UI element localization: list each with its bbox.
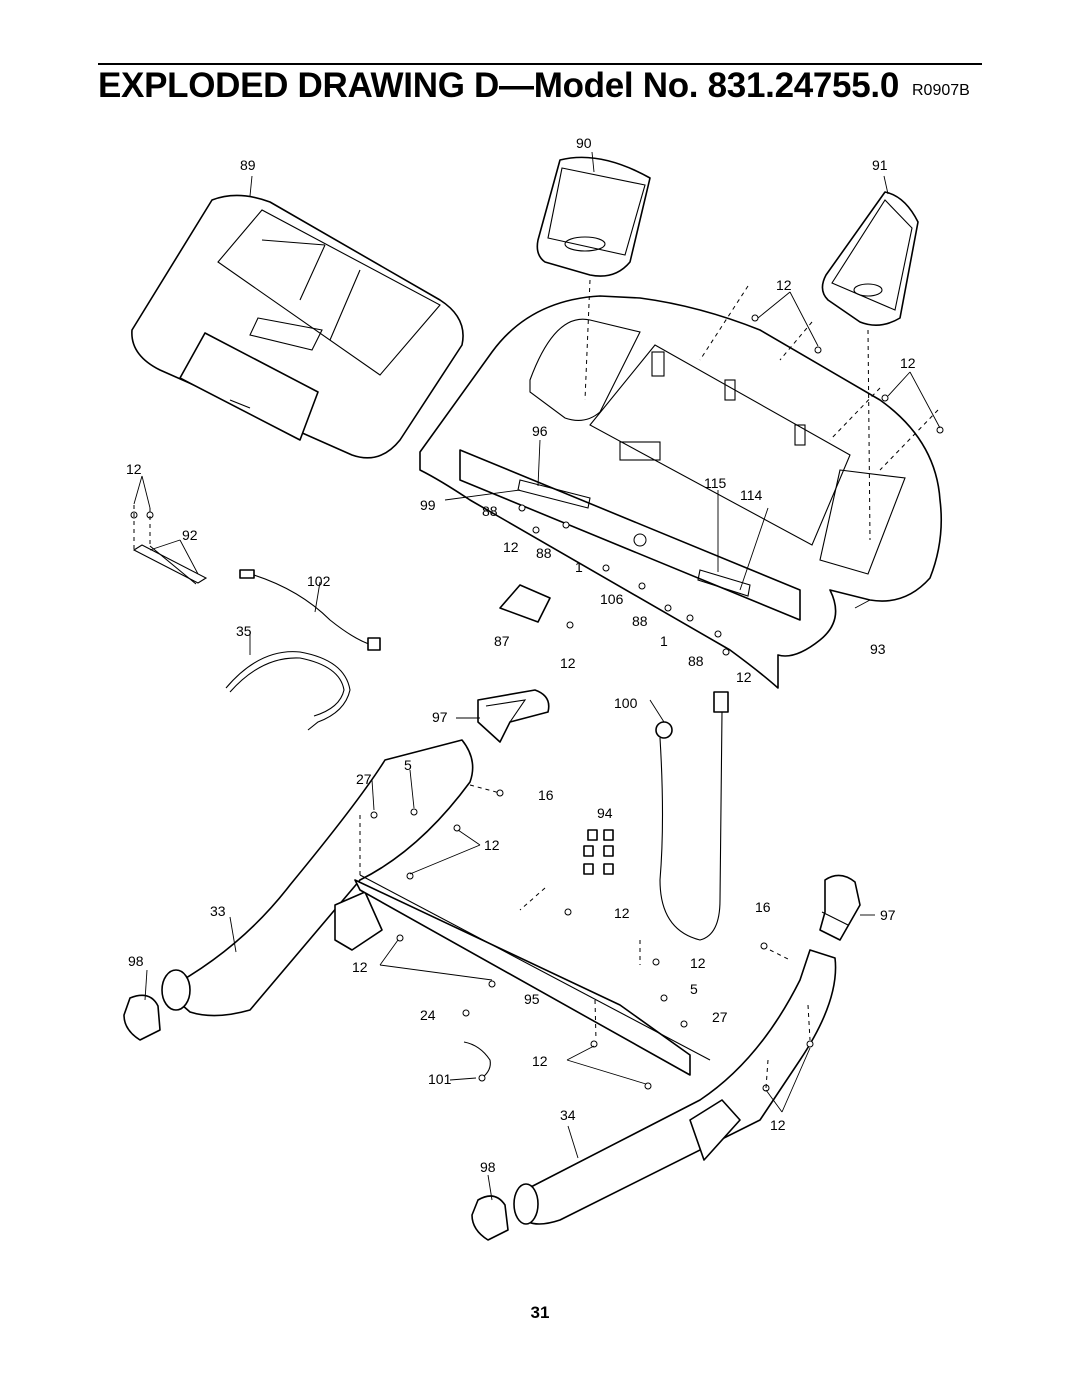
upright-34-right [513,949,837,1225]
callout-12: 12 [484,837,500,853]
callout-16: 16 [755,899,771,915]
callout-33: 33 [210,903,226,919]
callout-16: 16 [538,787,554,803]
callout-labels: 89 90 91 12 12 96 12 99 88 115 114 92 12… [126,135,916,1175]
callout-12: 12 [736,669,752,685]
callout-88: 88 [632,613,648,629]
callout-87: 87 [494,633,510,649]
callout-88: 88 [482,503,498,519]
console-top-89 [131,194,464,459]
callout-94: 94 [597,805,613,821]
wire-101 [463,1041,491,1082]
callout-90: 90 [576,135,592,151]
callout-95: 95 [524,991,540,1007]
callout-114: 114 [740,487,763,503]
callout-100: 100 [614,695,638,711]
callout-12: 12 [776,277,792,293]
callout-5: 5 [690,981,698,997]
callout-27: 27 [712,1009,728,1025]
title-rule [98,63,982,65]
assembly-lines [133,279,939,1089]
upright-cap-97-right [819,874,861,941]
drawing-code: R0907B [912,82,970,99]
callout-1: 1 [660,633,668,649]
callout-12: 12 [352,959,368,975]
page-number: 31 [530,1303,550,1322]
cable-35 [225,651,351,731]
page-title: EXPLODED DRAWING D—Model No. 831.24755.0 [98,66,899,105]
callout-89: 89 [240,157,256,173]
callout-12: 12 [770,1117,786,1133]
wire-ties-92 [132,544,208,585]
end-cap-98-left [123,994,161,1041]
clips-94 [583,829,614,875]
accessory-tray-91 [821,191,919,326]
callout-1: 1 [575,559,583,575]
callout-5: 5 [404,757,412,773]
callout-27: 27 [356,771,372,787]
callout-88: 88 [536,545,552,561]
upright-cap-97-left [477,689,550,743]
callout-92: 92 [182,527,198,543]
callout-101: 101 [428,1071,452,1087]
handrail-wire-100 [655,691,729,941]
callout-34: 34 [560,1107,576,1123]
bracket-87 [499,584,551,623]
callout-12: 12 [532,1053,548,1069]
callout-98: 98 [128,953,144,969]
callout-35: 35 [236,623,252,639]
callout-88: 88 [688,653,704,669]
callout-91: 91 [872,157,888,173]
console-base-93 [419,295,943,689]
upright-33-left [161,739,474,1017]
crossbar-95 [354,874,711,1076]
callout-12: 12 [900,355,916,371]
accessory-tray-90 [536,156,651,277]
leader-lines [133,151,941,1201]
callout-106: 106 [600,591,624,607]
callout-115: 115 [704,475,727,491]
end-cap-98-right [471,1195,509,1241]
callout-93: 93 [870,641,886,657]
callout-12: 12 [560,655,576,671]
callout-97: 97 [432,709,448,725]
callout-97: 97 [880,907,896,923]
callout-12: 12 [503,539,519,555]
screws [130,314,944,1092]
callout-12: 12 [614,905,630,921]
callout-24: 24 [420,1007,436,1023]
callout-12: 12 [126,461,142,477]
callout-12: 12 [690,955,706,971]
callout-98: 98 [480,1159,496,1175]
callout-99: 99 [420,497,436,513]
wire-102 [239,569,381,651]
callout-102: 102 [307,573,331,589]
callout-96: 96 [532,423,548,439]
